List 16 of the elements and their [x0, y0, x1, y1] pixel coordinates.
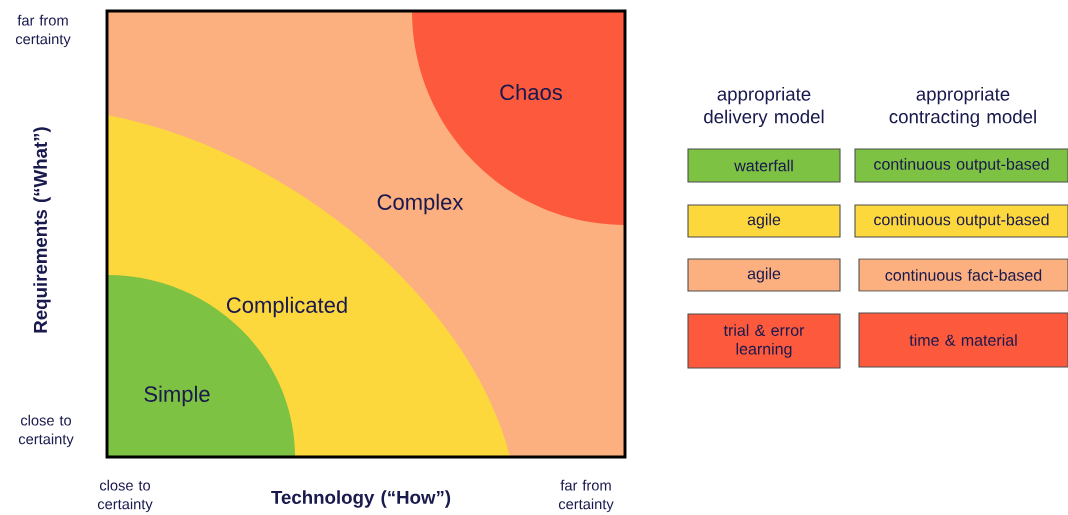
axis-end-label: far from certainty	[15, 14, 71, 48]
table-cell: continuous fact-based	[858, 258, 1068, 292]
axis-title: Requirements (“What”)	[33, 127, 51, 333]
axis-end-label: close to certainty	[18, 414, 74, 448]
column-heading: appropriate delivery model	[704, 86, 824, 128]
table-cell: trial & error learning	[687, 313, 841, 369]
axis-end-label: close to certainty	[97, 479, 153, 513]
axis-title: Technology (“How”)	[271, 490, 451, 508]
table-cell: agile	[687, 258, 841, 292]
table-cell: waterfall	[687, 148, 841, 183]
column-heading: appropriate contracting model	[889, 86, 1036, 128]
table-cell: continuous output-based	[854, 148, 1068, 183]
table-cell: agile	[687, 204, 841, 238]
table-cell: continuous output-based	[854, 204, 1068, 238]
table-cell: time & material	[858, 312, 1068, 368]
axis-end-label: far from certainty	[558, 479, 614, 513]
